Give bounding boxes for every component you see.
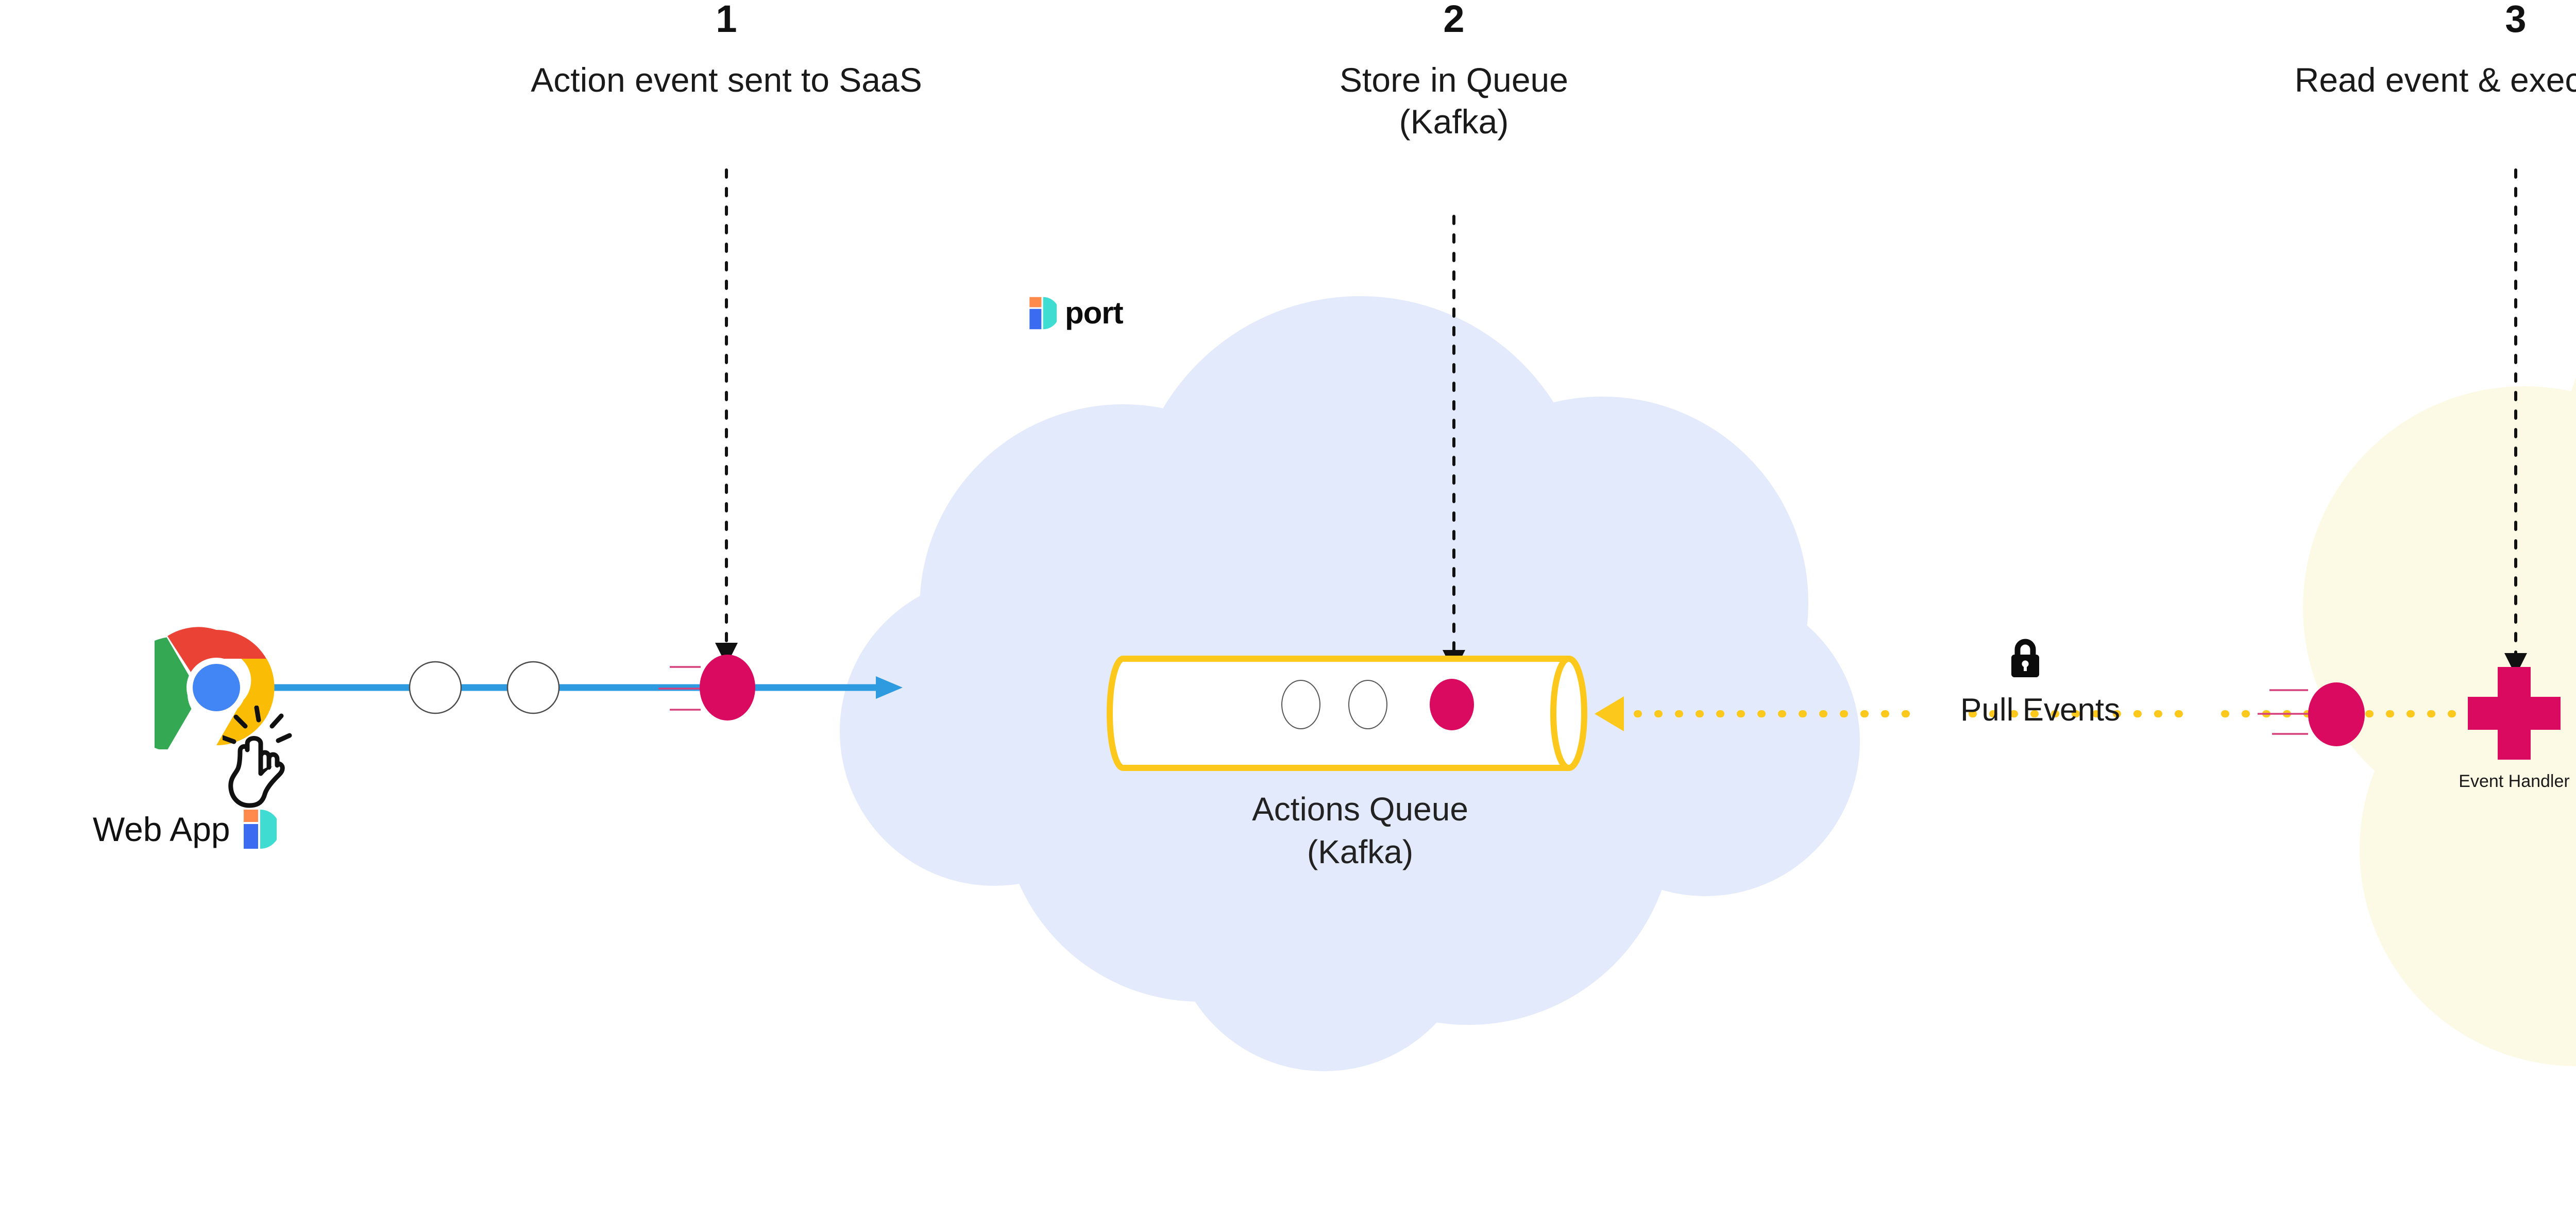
step-2-label-line1: Store in Queue	[1340, 61, 1568, 99]
event-handler-label: Event Handler	[2459, 772, 2570, 791]
step-3-number: 3	[2505, 0, 2527, 40]
cross-icon	[2468, 667, 2561, 760]
step-1-label-line1: Action event sent to SaaS	[531, 61, 922, 99]
port-mark-icon	[1029, 297, 1057, 330]
click-hand-icon	[223, 706, 292, 808]
port-mark-icon	[243, 810, 277, 849]
step-1-number: 1	[716, 0, 737, 40]
pull-events-dotted-line	[1595, 696, 2497, 731]
actions-queue-caption-line1: Actions Queue	[1252, 791, 1468, 828]
step-2-label-line2: (Kafka)	[1399, 102, 1509, 141]
queue-slot-3-filled	[1430, 679, 1474, 730]
step-1-label: Action event sent to SaaS	[366, 59, 1087, 101]
actions-queue-caption-line2: (Kafka)	[1307, 833, 1414, 871]
pull-events-label: Pull Events	[1960, 692, 2121, 728]
step3-pointer	[2504, 168, 2527, 676]
actions-queue-caption: Actions Queue (Kafka)	[1113, 788, 1607, 873]
web-to-saas-arrow	[268, 661, 903, 714]
step-3-label-line1: Read event & execute runner	[2294, 61, 2576, 99]
web-app-caption: Web App	[93, 810, 230, 848]
step-2-number: 2	[1443, 0, 1465, 40]
event-marker-1	[700, 655, 755, 721]
step1-pointer	[715, 168, 738, 665]
web-app-caption-group: Web App	[93, 809, 277, 850]
queue-slot-2	[1348, 680, 1387, 729]
queue-slot-1	[1281, 680, 1320, 729]
speed-ticks-right	[2258, 689, 2308, 735]
step-2-label: Store in Queue (Kafka)	[1093, 59, 1815, 142]
port-logo: port	[1028, 296, 1124, 330]
step2-pointer	[1443, 215, 1465, 673]
speed-ticks-left	[658, 666, 701, 711]
port-wordmark: port	[1065, 296, 1124, 330]
event-marker-2	[2308, 682, 2365, 746]
step-3-label: Read event & execute runner	[2104, 59, 2576, 101]
lock-icon	[2011, 639, 2039, 677]
